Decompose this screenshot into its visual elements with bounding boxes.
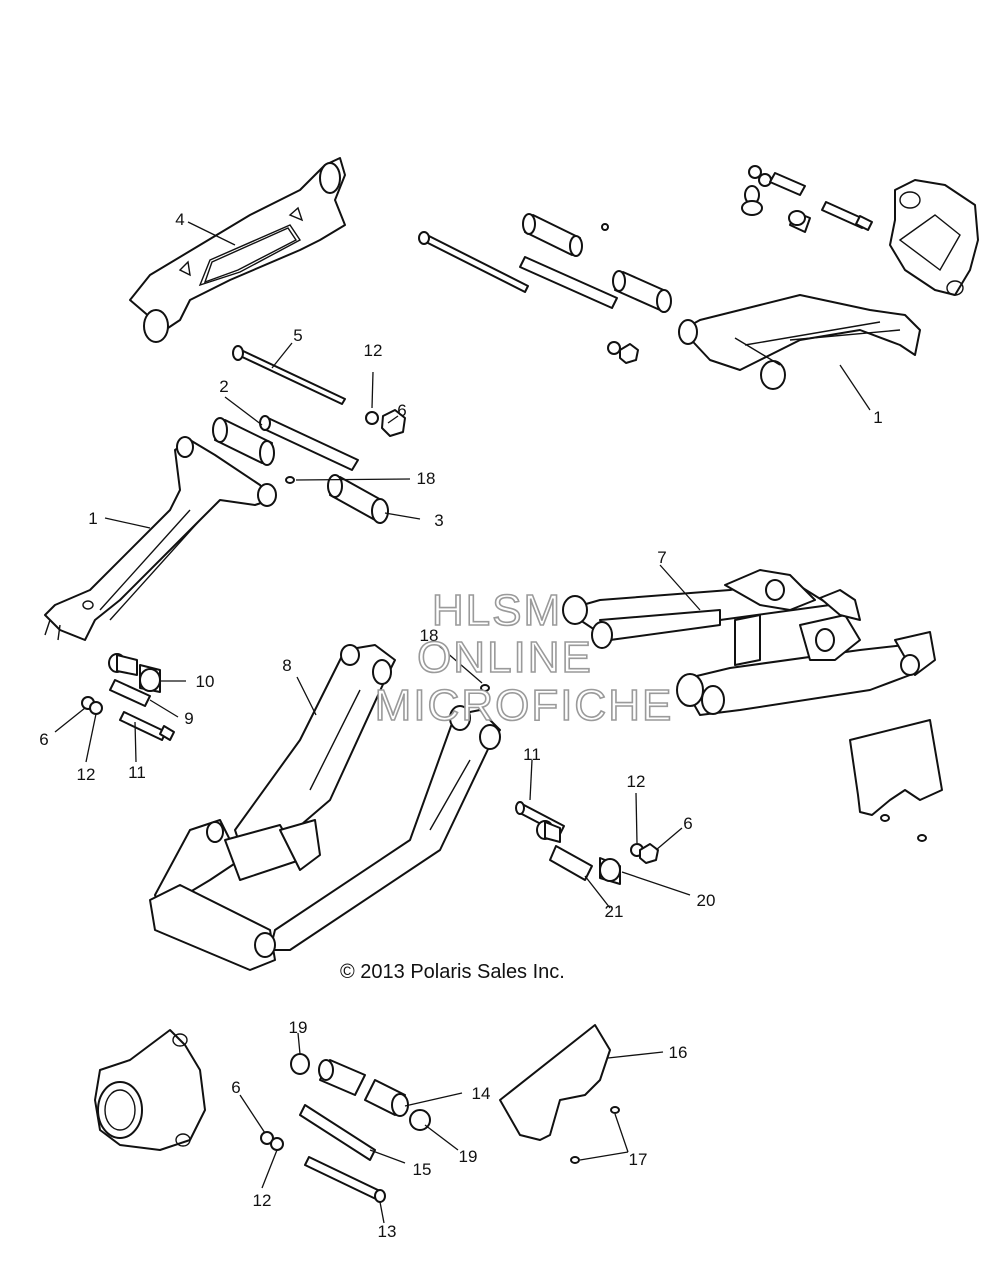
callout-label: 16 — [669, 1043, 688, 1062]
part-bushing-upper-left — [212, 417, 275, 466]
watermark-line-3: MICROFICHE — [375, 681, 674, 730]
part-long-bolt — [232, 345, 346, 405]
callout-label: 10 — [196, 672, 215, 691]
callout-label: 15 — [413, 1160, 432, 1179]
callout-label: 14 — [472, 1084, 491, 1103]
part-sleeve-top — [522, 213, 583, 257]
callout-label: 6 — [683, 814, 692, 833]
callout-label: 20 — [697, 891, 716, 910]
callout-label: 11 — [128, 763, 146, 782]
callout-label: 19 — [459, 1147, 478, 1166]
part-washer-nut-upper — [365, 409, 406, 437]
part-rail-frame-right — [562, 569, 936, 716]
part-bushing-top — [612, 270, 672, 313]
part-rod-upper — [418, 231, 529, 293]
callout-label: 9 — [184, 709, 193, 728]
callout-label: 11 — [523, 745, 541, 764]
callout-label: 3 — [434, 511, 443, 530]
part-plate-right — [849, 719, 943, 842]
part-pin-upper — [519, 256, 618, 309]
callout-label: 18 — [417, 469, 436, 488]
part-nut-top — [607, 341, 639, 364]
callout-label: 12 — [627, 772, 646, 791]
part-hardware-upper-right — [741, 165, 873, 233]
part-torque-arm-left — [44, 436, 277, 641]
callout-label: 5 — [293, 326, 302, 345]
part-fitting-mid — [480, 684, 490, 692]
copyright-text: © 2013 Polaris Sales Inc. — [340, 961, 565, 983]
callout-label: 12 — [253, 1191, 272, 1210]
part-knuckle-lower — [94, 1029, 206, 1151]
part-fitting-top — [601, 223, 609, 231]
callout-label: 1 — [88, 509, 97, 528]
watermark: HLSM ONLINE MICROFICHE — [374, 585, 674, 731]
part-rail-frame-left — [149, 644, 501, 971]
part-hardware-lower-center — [260, 1053, 431, 1203]
part-plate-lower — [499, 1024, 620, 1164]
watermark-line-2: ONLINE — [417, 633, 593, 682]
part-hardware-left — [81, 653, 175, 741]
callout-label: 6 — [231, 1078, 240, 1097]
callout-label: 12 — [77, 765, 96, 784]
callout-label: 4 — [175, 210, 184, 229]
callout-label: 7 — [657, 548, 666, 567]
part-hardware-lower-right — [515, 801, 659, 885]
callout-label: 2 — [219, 377, 228, 396]
callout-label: 17 — [629, 1150, 648, 1169]
callout-label: 8 — [282, 656, 291, 675]
watermark-line-1: HLSM — [432, 586, 562, 635]
callout-label: 12 — [364, 341, 383, 360]
part-sleeve — [327, 474, 389, 524]
part-knuckle-upper — [889, 179, 979, 296]
leader-lines — [54, 221, 871, 1224]
callout-label: 6 — [397, 401, 406, 420]
callout-label: 18 — [420, 626, 439, 645]
part-bracket-plate — [129, 157, 346, 343]
callout-label: 21 — [605, 902, 624, 921]
part-pin — [259, 415, 359, 471]
callout-label: 19 — [289, 1018, 308, 1037]
part-torque-arm-right — [678, 294, 921, 390]
callout-label: 13 — [378, 1222, 397, 1241]
callout-label: 1 — [873, 408, 882, 427]
part-grease-fitting — [285, 476, 295, 484]
callout-label: 6 — [39, 730, 48, 749]
